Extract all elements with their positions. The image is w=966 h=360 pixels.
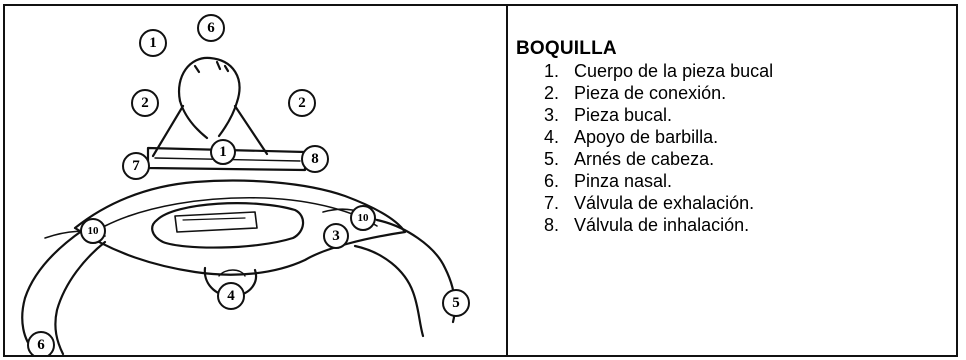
- list-item: 4. Apoyo de barbilla.: [544, 126, 956, 148]
- item-number: 6.: [544, 171, 560, 191]
- mouthpiece-diagram: 1 6 2 2 7 1 8 3 10 10 4 5 6: [21, 14, 470, 355]
- item-number: 1.: [544, 61, 560, 81]
- parts-legend-cell: BOQUILLA 1. Cuerpo de la pieza bucal 2. Pi…: [508, 6, 956, 355]
- item-label: Válvula de exhalación.: [574, 193, 755, 213]
- mouthpiece-diagram-cell: 1 6 2 2 7 1 8 3 10 10 4 5 6: [5, 6, 508, 355]
- section-title: BOQUILLA: [516, 38, 617, 59]
- mouth-opening: [151, 202, 305, 249]
- callout-1-top: 1: [149, 35, 157, 51]
- item-number: 7.: [544, 193, 560, 213]
- callout-1-center: 1: [219, 144, 227, 160]
- item-label: Válvula de inhalación.: [574, 215, 750, 235]
- callout-7: 7: [132, 158, 140, 174]
- callout-2-left: 2: [141, 95, 149, 111]
- callout-6-top: 6: [207, 20, 215, 36]
- callout-5: 5: [452, 295, 460, 311]
- item-number: 2.: [544, 83, 560, 103]
- parts-list: 1. Cuerpo de la pieza bucal 2. Pieza de co…: [516, 60, 956, 236]
- list-item: 1. Cuerpo de la pieza bucal: [544, 60, 956, 82]
- list-item: 5. Arnés de cabeza.: [544, 148, 956, 170]
- item-number: 3.: [544, 105, 560, 125]
- callout-6-bottom: 6: [37, 337, 45, 353]
- item-number: 8.: [544, 215, 560, 235]
- list-item: 3. Pieza bucal.: [544, 104, 956, 126]
- item-label: Pieza bucal.: [574, 105, 673, 125]
- item-label: Cuerpo de la pieza bucal: [574, 61, 774, 81]
- callout-4: 4: [227, 288, 235, 304]
- callout-3: 3: [332, 228, 340, 244]
- callout-10-left: 10: [88, 225, 100, 237]
- item-label: Pinza nasal.: [574, 171, 673, 191]
- callout-2-right: 2: [298, 95, 306, 111]
- item-label: Apoyo de barbilla.: [574, 127, 719, 147]
- list-item: 7. Válvula de exhalación.: [544, 192, 956, 214]
- list-item: 2. Pieza de conexión.: [544, 82, 956, 104]
- callout-10-right: 10: [358, 212, 370, 224]
- nose-clip-loop: [177, 56, 241, 138]
- list-item: 6. Pinza nasal.: [544, 170, 956, 192]
- list-item: 8. Válvula de inhalación.: [544, 214, 956, 236]
- item-number: 4.: [544, 127, 560, 147]
- item-label: Pieza de conexión.: [574, 83, 727, 103]
- left-strap: [21, 228, 85, 354]
- callout-8: 8: [311, 151, 319, 167]
- mouthpiece-body: [73, 179, 407, 276]
- item-label: Arnés de cabeza.: [574, 149, 715, 169]
- document-table: 1 6 2 2 7 1 8 3 10 10 4 5 6 BOQUILLA 1. C…: [3, 4, 958, 357]
- item-number: 5.: [544, 149, 560, 169]
